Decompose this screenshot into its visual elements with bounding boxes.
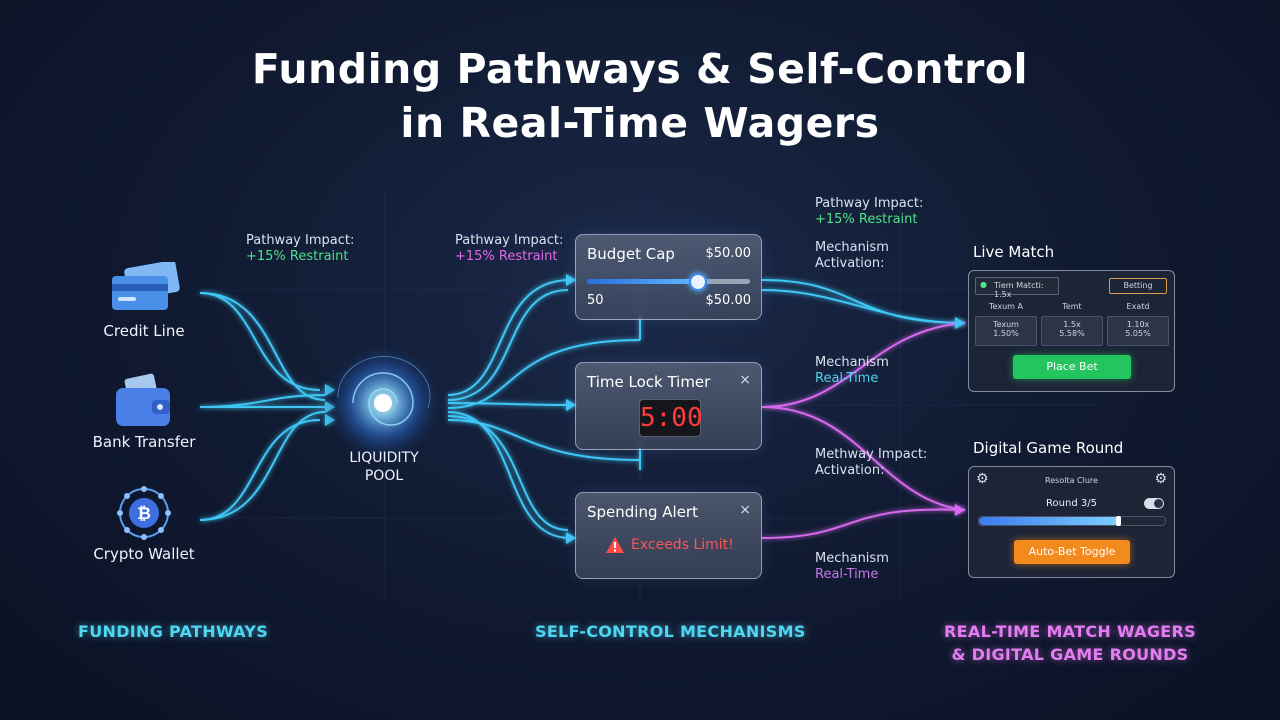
gear-icon[interactable]: ⚙ xyxy=(976,471,989,487)
live-match-heading: Live Match xyxy=(973,243,1055,261)
live-match-header: ● Tiem Matcti: 1.5x xyxy=(975,277,1059,299)
game-round-heading: Digital Game Round xyxy=(973,439,1124,457)
funding-label-crypto-wallet: Crypto Wallet xyxy=(93,545,195,563)
budget-cap-title: Budget Cap xyxy=(587,245,675,263)
liquidity-pool-label: LIQUIDITY POOL xyxy=(349,450,419,484)
budget-max-value: $50.00 xyxy=(705,293,752,308)
odds-column-0[interactable]: Texum A Texum 1.50% xyxy=(975,298,1037,346)
budget-slider-fill xyxy=(587,279,697,284)
gear-icon[interactable]: ⚙ xyxy=(1154,471,1167,487)
svg-text:₿: ₿ xyxy=(137,504,151,524)
budget-cap-value: $50.00 xyxy=(705,246,752,261)
pathway-impact-label-2: Pathway Impact: +15% Restraint xyxy=(455,233,564,264)
budget-min-value: 50 xyxy=(587,293,604,308)
budget-slider-track[interactable] xyxy=(587,273,750,291)
funding-label-credit-line: Credit Line xyxy=(103,322,185,340)
auto-toggle-switch[interactable] xyxy=(1144,498,1164,509)
section-label-wagers: REAL-TIME MATCH WAGERS & DIGITAL GAME RO… xyxy=(944,622,1196,664)
betting-tab[interactable]: Betting xyxy=(1109,278,1167,294)
game-round-panel: ⚙ Resolta Clure ⚙ Round 3/5 Auto-Bet Tog… xyxy=(968,466,1175,578)
round-progress-thumb[interactable] xyxy=(1115,516,1121,526)
funding-label-bank-transfer: Bank Transfer xyxy=(92,433,196,451)
wager-flows xyxy=(761,322,966,539)
round-progress-fill xyxy=(979,517,1119,525)
liquidity-pool-swirl xyxy=(321,341,445,465)
funding-flows xyxy=(199,279,966,539)
section-label-funding: FUNDING PATHWAYS xyxy=(78,622,269,641)
close-icon[interactable]: × xyxy=(739,502,751,518)
mechanism-label-b: Mechanism Real-Time xyxy=(815,355,889,386)
pathway-impact-label-3: Pathway Impact: +15% Restraint xyxy=(815,196,924,227)
credit-card-icon xyxy=(108,260,180,314)
odds-column-1[interactable]: Temt 1.5x 5.58% xyxy=(1041,298,1103,346)
countdown-display: 5:00 xyxy=(639,399,703,437)
pathway-impact-label-1: Pathway Impact: +15% Restraint xyxy=(246,233,355,264)
auto-bet-toggle-button[interactable]: Auto-Bet Toggle xyxy=(1014,540,1130,564)
alert-message: Exceeds Limit! xyxy=(631,537,734,553)
close-icon[interactable]: × xyxy=(739,372,751,388)
page-title: Funding Pathways & Self-Control in Real-… xyxy=(251,45,1029,147)
mechanism-label-d: Mechanism Real-Time xyxy=(815,551,889,582)
wallet-icon xyxy=(112,372,176,428)
odds-column-2[interactable]: Exatd 1.10x 5.05% xyxy=(1107,298,1169,346)
game-round-header: Resolta Clure xyxy=(1045,476,1098,485)
budget-slider-thumb[interactable] xyxy=(689,273,708,291)
warning-icon xyxy=(605,536,625,554)
spending-alert-title: Spending Alert xyxy=(587,503,698,521)
budget-cap-card[interactable]: Budget Cap $50.00 50 $50.00 xyxy=(575,234,762,320)
round-progress-track xyxy=(978,516,1166,526)
mechanism-label-a: Mechanism Activation: xyxy=(815,240,889,271)
bitcoin-icon: ₿ xyxy=(112,484,176,542)
round-counter: Round 3/5 xyxy=(1046,498,1097,509)
mechanism-label-c: Methway Impact: Activation: xyxy=(815,447,928,478)
live-indicator-icon: ● xyxy=(980,280,987,289)
spending-alert-card[interactable]: Spending Alert × Exceeds Limit! xyxy=(575,492,762,579)
live-match-panel: ● Tiem Matcti: 1.5x Betting Texum A Texu… xyxy=(968,270,1175,392)
time-lock-timer-card[interactable]: Time Lock Timer × 5:00 xyxy=(575,362,762,450)
section-label-self-control: SELF-CONTROL MECHANISMS xyxy=(535,622,806,641)
time-lock-title: Time Lock Timer xyxy=(587,373,711,391)
place-bet-button[interactable]: Place Bet xyxy=(1013,355,1131,379)
